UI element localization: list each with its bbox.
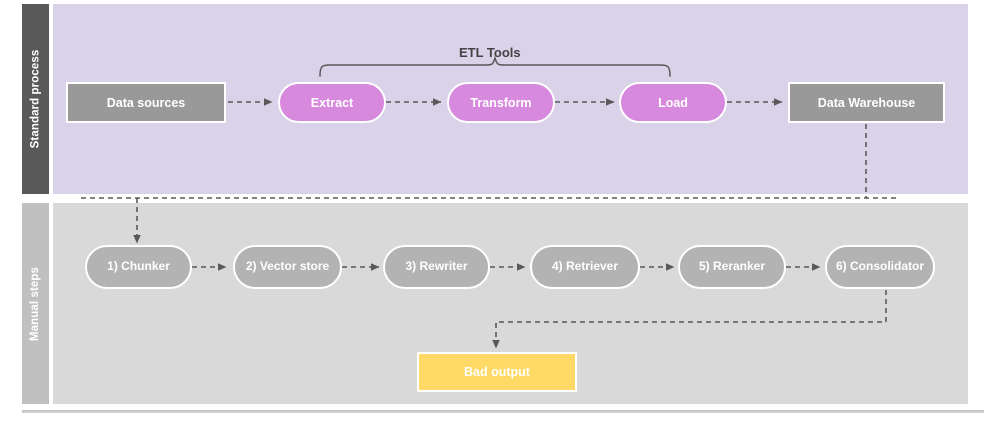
node-chunker-label: 1) Chunker <box>107 259 170 274</box>
node-vector-store-label: 2) Vector store <box>245 259 330 274</box>
node-bad-output[interactable]: Bad output <box>417 352 577 392</box>
node-vector-store[interactable]: 2) Vector store <box>233 245 342 289</box>
node-consolidator-label: 6) Consolidator <box>835 259 924 274</box>
node-rewriter[interactable]: 3) Rewriter <box>383 245 490 289</box>
node-reranker[interactable]: 5) Reranker <box>678 245 786 289</box>
node-transform-label: Transform <box>470 95 532 110</box>
node-data-sources[interactable]: Data sources <box>66 82 226 123</box>
node-retriever-label: 4) Retriever <box>551 259 619 274</box>
node-reranker-label: 5) Reranker <box>698 259 766 274</box>
lane-standard-process-label: Standard process <box>22 4 49 194</box>
node-data-sources-label: Data sources <box>106 95 186 110</box>
edge-consolidator-to-badoutput <box>492 290 887 349</box>
node-data-warehouse-label: Data Warehouse <box>817 95 916 110</box>
etl-tools-brace <box>319 55 671 77</box>
lane-manual-steps-label: Manual steps <box>22 203 49 404</box>
node-chunker[interactable]: 1) Chunker <box>85 245 192 289</box>
node-bad-output-label: Bad output <box>464 365 530 379</box>
node-extract[interactable]: Extract <box>278 82 386 123</box>
node-load[interactable]: Load <box>619 82 727 123</box>
node-rewriter-label: 3) Rewriter <box>405 259 468 274</box>
bottom-divider-line <box>22 410 984 413</box>
etl-tools-label: ETL Tools <box>459 45 521 60</box>
node-load-label: Load <box>658 95 688 110</box>
node-extract-label: Extract <box>310 95 354 110</box>
node-consolidator[interactable]: 6) Consolidator <box>825 245 935 289</box>
node-transform[interactable]: Transform <box>447 82 555 123</box>
node-data-warehouse[interactable]: Data Warehouse <box>788 82 945 123</box>
node-retriever[interactable]: 4) Retriever <box>530 245 640 289</box>
